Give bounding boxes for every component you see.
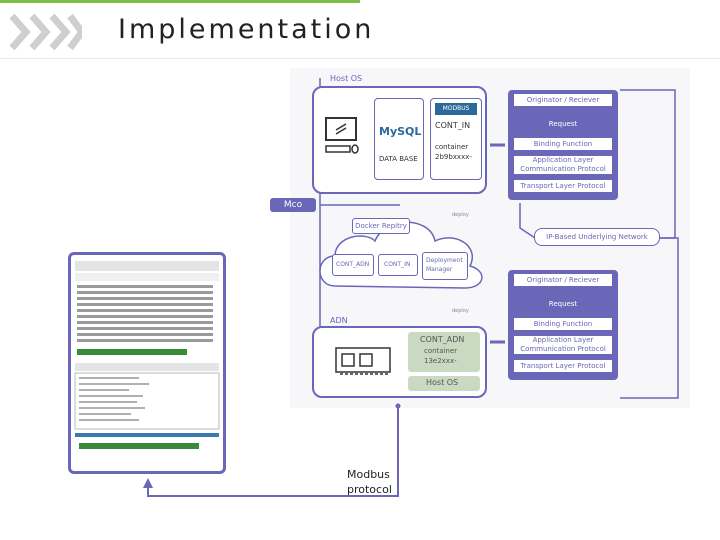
chevrons-icon <box>10 13 82 51</box>
host-os-bottom-label: Host OS <box>426 378 459 387</box>
adn-box: CONT_ADN container 13e2xxx- Host OS <box>312 326 487 398</box>
modbus-protocol-label: Modbus protocol <box>347 467 407 497</box>
board-icon <box>335 347 391 375</box>
stack-bottom-transport: Transport Layer Protocol <box>514 360 612 372</box>
docker-registry: Docker Repitry <box>352 218 410 234</box>
stack-bottom-binding: Binding Function <box>514 318 612 330</box>
stack-top-request: Request <box>548 120 578 128</box>
stack-top-binding: Binding Function <box>514 138 612 150</box>
container-id: 2b9bxxxx- <box>435 153 472 161</box>
stack-bottom-request: Request <box>548 300 578 308</box>
container-label: container <box>435 143 469 151</box>
modbus-tool-thumbnail <box>74 261 220 449</box>
cloud-cont-in-label: CONT_IN <box>384 261 411 268</box>
database-label: DATA BASE <box>379 155 418 163</box>
deployment-manager-label-2: Manager <box>426 266 453 273</box>
host-os-bottom-panel: Host OS <box>408 376 480 391</box>
ip-network: IP-Based Underlying Network <box>534 228 660 246</box>
protocol-stack-top: Originator / Reciever Request Binding Fu… <box>508 90 618 200</box>
deployment-manager: Deployment Manager <box>422 252 468 280</box>
stack-top-transport: Transport Layer Protocol <box>514 180 612 192</box>
architecture-diagram: Host OS MySQL DATA BASE MODBUS CONT_IN c… <box>270 68 690 408</box>
modbus-arrow <box>143 403 401 497</box>
accent-line <box>0 0 360 3</box>
modbus-logo: MODBUS <box>435 103 477 115</box>
protocol-stack-bottom: Originator / Reciever Request Binding Fu… <box>508 270 618 380</box>
stack-bottom-originator: Originator / Reciever <box>514 274 612 286</box>
connector-lines <box>319 78 679 399</box>
deployment-manager-label: Deployment <box>426 257 463 264</box>
host-os-top-box: MySQL DATA BASE MODBUS CONT_IN container… <box>312 86 487 194</box>
mco-label: Mco <box>270 198 316 212</box>
container-bottom-label: container <box>424 347 458 355</box>
page-title: Implementation <box>118 14 375 45</box>
deploy-tag: deploy <box>452 212 469 218</box>
cont-adn-panel: CONT_ADN container 13e2xxx- <box>408 332 480 372</box>
adn-label: ADN <box>330 316 348 325</box>
deploy-tag-2: deploy <box>452 308 469 314</box>
computer-icon <box>325 117 359 154</box>
cloud-cont-adn: CONT_ADN <box>332 254 374 276</box>
modbus-label-line1: Modbus <box>347 468 390 481</box>
modbus-tool-screenshot <box>68 252 226 474</box>
modbus-label-line2: protocol <box>347 483 392 496</box>
host-os-top-label: Host OS <box>330 74 363 83</box>
stack-top-originator: Originator / Reciever <box>514 94 612 106</box>
cloud-cont-in: CONT_IN <box>378 254 418 276</box>
cont-in-label: CONT_IN <box>435 121 471 130</box>
cont-adn-label: CONT_ADN <box>420 335 465 344</box>
mysql-logo: MySQL <box>379 125 422 138</box>
container-bottom-id: 13e2xxx- <box>424 357 457 365</box>
title-divider <box>0 58 720 59</box>
cont-in-panel: MODBUS CONT_IN container 2b9bxxxx- <box>430 98 482 180</box>
mysql-panel: MySQL DATA BASE <box>374 98 424 180</box>
cloud-cont-adn-label: CONT_ADN <box>336 261 370 268</box>
